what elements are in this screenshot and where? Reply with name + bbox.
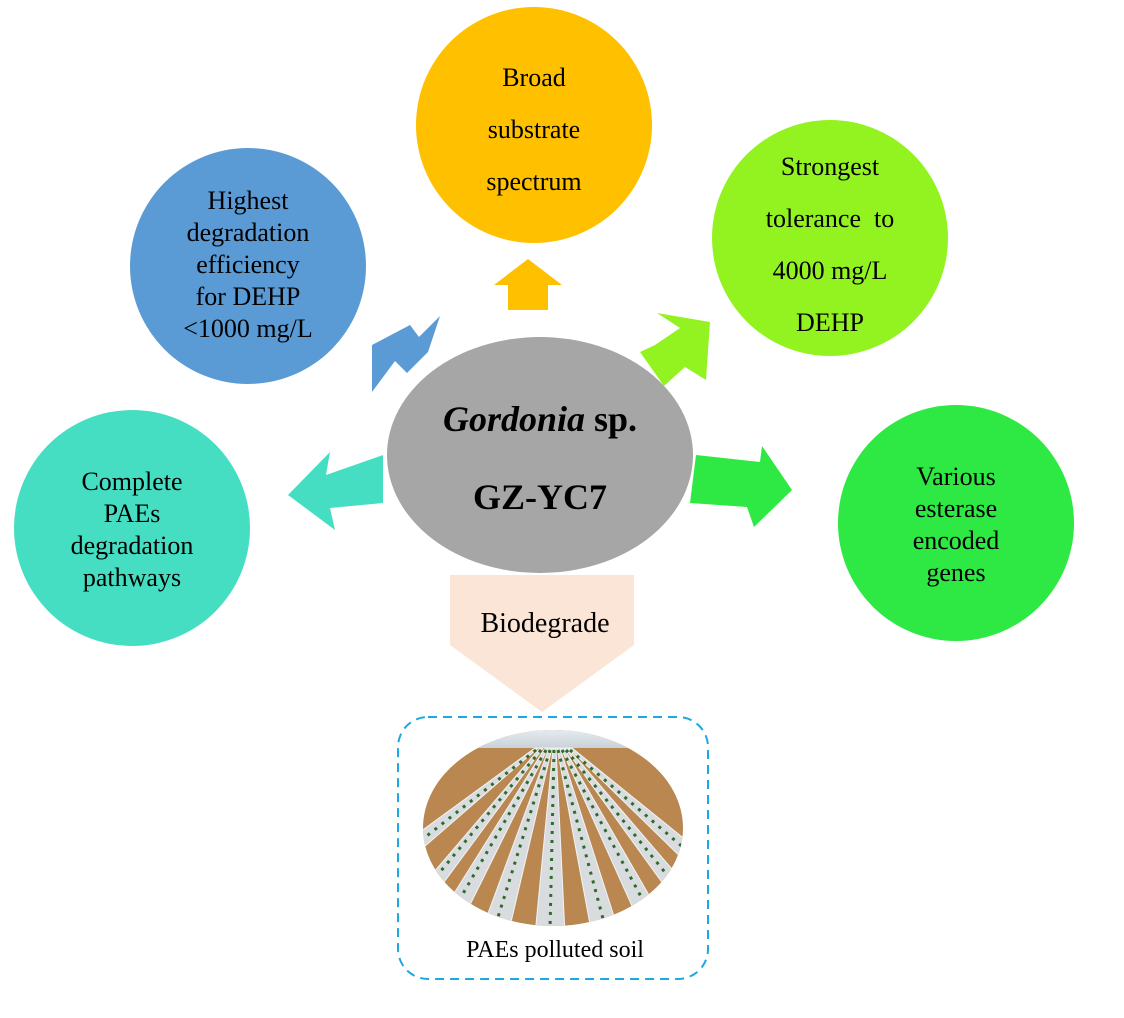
center-organism-ellipse	[387, 337, 693, 573]
feature-label-right: Various esterase encoded genes	[866, 455, 1046, 595]
arrow-right	[690, 446, 792, 527]
soil-caption: PAEs polluted soil	[466, 936, 644, 963]
feature-circle-right	[838, 405, 1074, 641]
feature-top-right-line-1: Strongest	[780, 152, 880, 181]
feature-top-line-2: substrate	[487, 115, 581, 144]
feature-top-left-line-1: Highest	[207, 186, 289, 215]
feature-top-right-line-2: tolerance to	[765, 204, 895, 233]
feature-circle-top-right	[712, 120, 948, 356]
feature-circle-top-left	[130, 148, 366, 384]
feature-label-top-right: Strongest tolerance to 4000 mg/L DEHP	[730, 140, 930, 350]
arrow-up-right	[640, 313, 710, 386]
feature-left-line-2: PAEs	[103, 499, 161, 528]
organism-strain: GZ-YC7	[473, 477, 607, 517]
soil-frame	[397, 716, 709, 980]
feature-right-line-2: esterase	[914, 494, 998, 523]
feature-left-line-4: pathways	[82, 563, 182, 592]
feature-top-left-line-5: <1000 mg/L	[183, 314, 313, 343]
arrow-left	[288, 452, 383, 530]
feature-top-line-1: Broad	[502, 63, 566, 92]
feature-top-left-line-3: efficiency	[196, 250, 300, 279]
feature-left-line-1: Complete	[81, 467, 183, 496]
feature-circle-left	[14, 410, 250, 646]
feature-top-line-3: spectrum	[486, 167, 582, 196]
feature-top-left-line-2: degradation	[186, 218, 310, 247]
arrow-up	[494, 259, 562, 310]
feature-label-top: Broad substrate spectrum	[434, 50, 634, 210]
feature-right-line-1: Various	[916, 462, 996, 491]
feature-top-right-line-3: 4000 mg/L	[772, 256, 888, 285]
biodegrade-arrow	[450, 575, 634, 712]
center-organism-label: Gordonia sp. GZ-YC7	[400, 378, 680, 538]
arrow-up-left	[372, 316, 440, 392]
feature-top-right-line-4: DEHP	[796, 308, 864, 337]
feature-top-left-line-4: for DEHP	[195, 282, 301, 311]
field-photo	[423, 730, 683, 926]
organism-name-line-1: Gordonia sp.	[443, 380, 637, 458]
feature-left-line-3: degradation	[70, 531, 194, 560]
feature-label-top-left: Highest degradation efficiency for DEHP …	[158, 180, 338, 350]
organism-genus: Gordonia	[442, 399, 585, 439]
feature-right-line-3: encoded	[912, 526, 1000, 555]
biodegrade-label: Biodegrade	[480, 608, 610, 639]
feature-circle-top	[416, 7, 652, 243]
feature-right-line-4: genes	[926, 558, 986, 587]
organism-species-abbrev: sp.	[585, 399, 638, 439]
feature-label-left: Complete PAEs degradation pathways	[42, 460, 222, 600]
